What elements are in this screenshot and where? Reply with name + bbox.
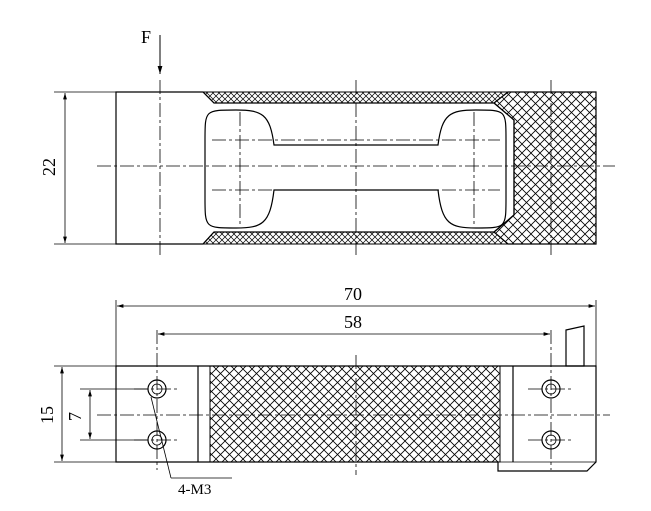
bottom-strip-hatch [201, 231, 510, 245]
side-height-dim-label: 15 [37, 406, 57, 424]
length-dim-label: 70 [344, 284, 362, 304]
cable-end-hatch [493, 91, 597, 245]
top-body-outline [115, 91, 515, 245]
side-view: 70 58 15 7 4-M3 [37, 284, 610, 498]
force-label: F [141, 27, 151, 47]
side-body-outline [115, 365, 597, 472]
thread-leader [150, 396, 172, 479]
cable-stub [565, 325, 585, 367]
top-view: F 22 [39, 27, 615, 255]
top-strip-hatch [201, 91, 510, 104]
spacing-dim-label: 58 [344, 312, 362, 332]
strain-section-hatch [209, 365, 501, 463]
pitch-dim-label: 7 [65, 412, 85, 421]
top-height-dim-label: 22 [39, 158, 59, 176]
bone-cutout [204, 109, 507, 229]
thread-note-label: 4-M3 [178, 482, 211, 498]
